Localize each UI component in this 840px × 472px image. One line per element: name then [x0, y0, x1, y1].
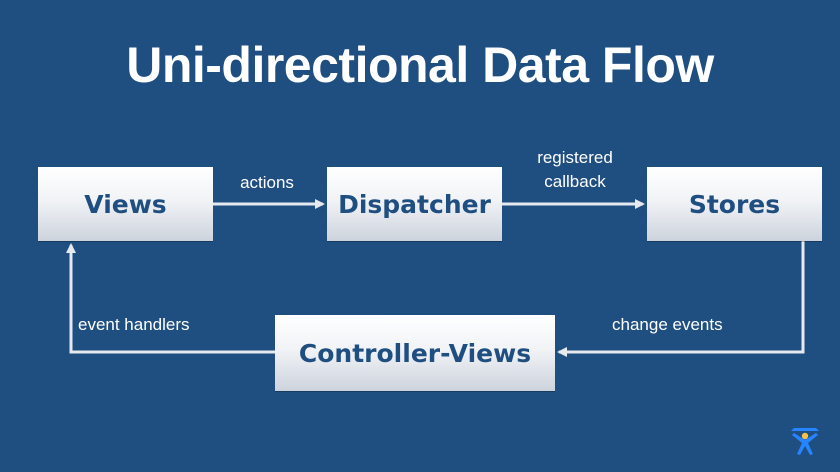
atlassian-logo-icon — [791, 428, 819, 455]
arrow-event-handlers — [66, 243, 275, 354]
edge-label-event-handlers: event handlers — [78, 315, 190, 334]
node-views: Views — [38, 167, 213, 241]
node-dispatcher-label: Dispatcher — [338, 189, 491, 219]
node-dispatcher: Dispatcher — [327, 167, 502, 241]
node-controller-views: Controller-Views — [275, 315, 555, 391]
node-views-label: Views — [84, 189, 167, 219]
edge-label-actions: actions — [240, 173, 294, 192]
edge-label-registered-line1: registered — [537, 148, 613, 167]
edge-label-change-events: change events — [612, 315, 723, 334]
edge-label-registered-callback: registered callback — [515, 146, 635, 194]
node-controller-views-label: Controller-Views — [298, 338, 532, 368]
slide-title: Uni-directional Data Flow — [126, 37, 714, 93]
edge-label-registered-line2: callback — [544, 172, 606, 191]
arrow-change-events — [557, 241, 805, 357]
node-stores-label: Stores — [688, 189, 781, 219]
node-stores: Stores — [647, 167, 822, 241]
